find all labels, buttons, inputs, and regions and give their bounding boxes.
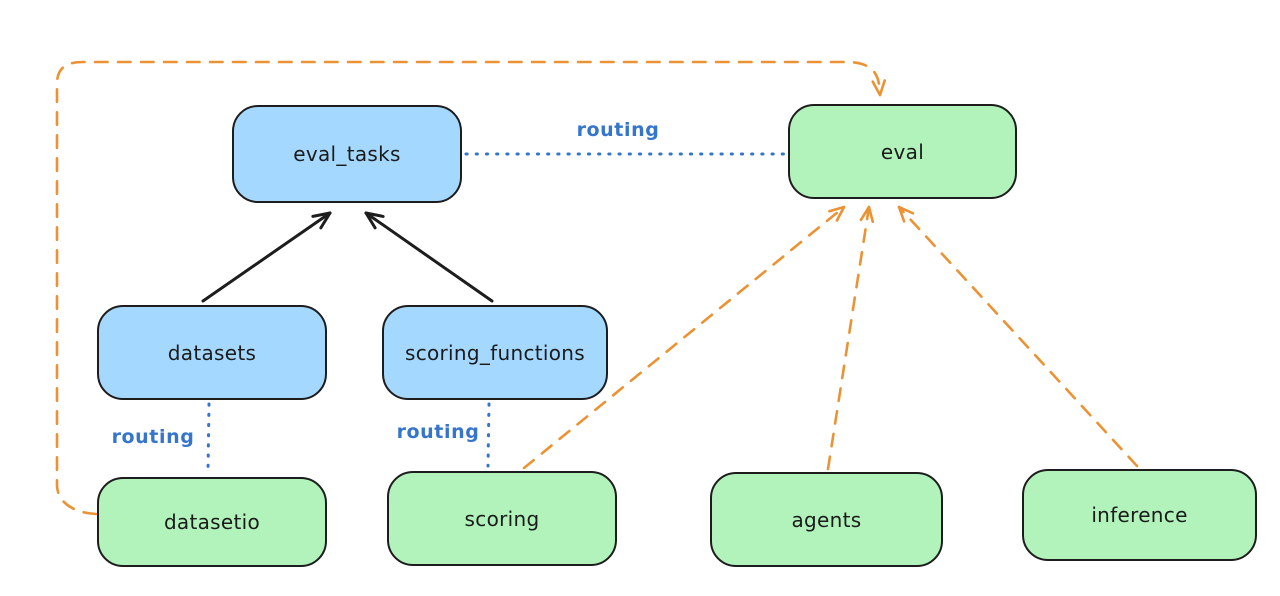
node-scoring: scoring (387, 471, 617, 566)
node-scoring-functions: scoring_functions (382, 305, 608, 400)
edge-scoring-to-eval (522, 205, 846, 470)
routing-label-datasets-datasetio: routing (111, 426, 195, 448)
node-datasets-label: datasets (167, 340, 257, 365)
routing-label-eval-tasks-eval: routing (576, 119, 660, 141)
node-eval-tasks-label: eval_tasks (293, 142, 401, 166)
edge-inference-to-eval (897, 205, 1139, 468)
node-agents-label: agents (791, 507, 862, 532)
edge-datasets-to-eval-tasks (201, 211, 332, 303)
node-inference-label: inference (1091, 503, 1188, 527)
node-inference: inference (1022, 469, 1257, 561)
edge-routing-scoring-functions-to-scoring (486, 402, 491, 468)
node-agents: agents (710, 472, 943, 567)
node-eval-tasks: eval_tasks (232, 105, 462, 203)
node-eval-label: eval (880, 139, 925, 164)
edge-datasetio-to-eval (55, 60, 887, 516)
node-eval: eval (788, 104, 1017, 199)
node-scoring-functions-label: scoring_functions (404, 340, 586, 365)
node-scoring-label: scoring (464, 506, 540, 531)
routing-label-scoring-functions-scoring: routing (396, 421, 480, 443)
node-datasetio: datasetio (97, 477, 327, 567)
edge-scoring-functions-to-eval-tasks (364, 211, 494, 303)
node-datasetio-label: datasetio (163, 510, 261, 534)
node-datasets: datasets (97, 305, 327, 400)
edge-agents-to-eval (826, 205, 875, 471)
edge-routing-datasets-to-datasetio (206, 402, 211, 473)
